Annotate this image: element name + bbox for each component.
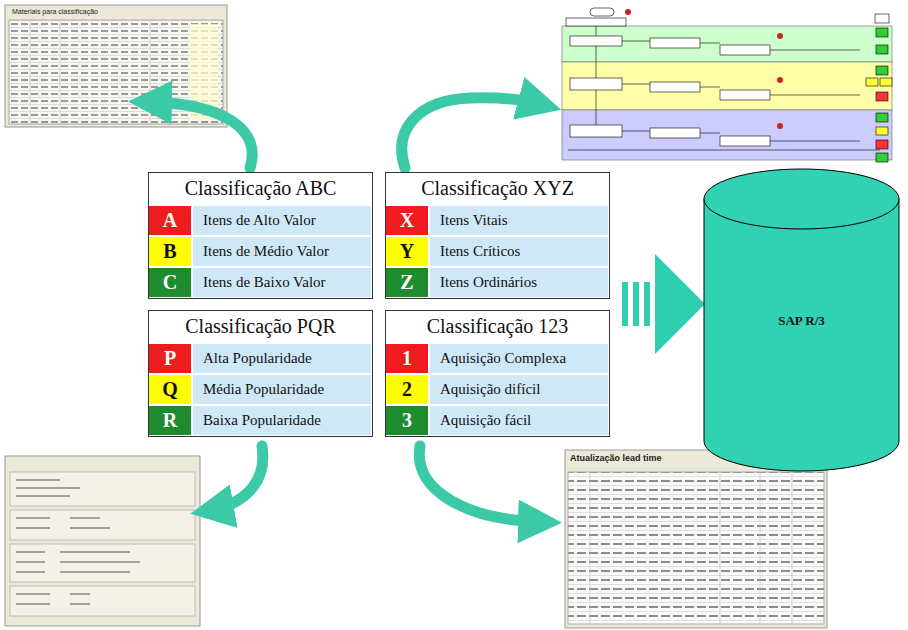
description-cell: Itens Críticos (428, 235, 608, 266)
class-letter: Q (162, 378, 178, 401)
class-letter: X (400, 209, 414, 232)
table-title: Classificação ABC (149, 173, 372, 203)
screenshot (565, 450, 827, 628)
letter-cell: Y (386, 235, 428, 266)
class-letter: Y (400, 240, 414, 263)
class-description: Aquisição fácil (440, 412, 531, 429)
letter-cell: P (149, 342, 191, 373)
class-description: Itens de Baixo Valor (203, 274, 326, 291)
description-cell: Itens de Baixo Valor (191, 266, 371, 297)
class-letter: Z (400, 271, 413, 294)
flowchart-thumbnail (562, 8, 892, 162)
description-cell: Média Popularidade (191, 373, 371, 404)
class-description: Média Popularidade (203, 381, 324, 398)
class-description: Itens de Médio Valor (203, 243, 329, 260)
screenshot (5, 456, 200, 626)
class-letter: 3 (402, 409, 412, 432)
table-title: Classificação 123 (386, 311, 609, 341)
letter-cell: Q (149, 373, 191, 404)
letter-cell: X (386, 204, 428, 235)
description-cell: Aquisição fácil (428, 404, 608, 435)
letter-cell: Z (386, 266, 428, 297)
class-description: Alta Popularidade (203, 350, 312, 367)
class-description: Itens Vitais (440, 212, 508, 229)
letter-cell: C (149, 266, 191, 297)
letter-cell: 2 (386, 373, 428, 404)
letter-cell: B (149, 235, 191, 266)
letter-cell: 3 (386, 404, 428, 435)
class-letter: A (163, 209, 177, 232)
description-cell: Itens de Alto Valor (191, 204, 371, 235)
table-title: Classificação PQR (149, 311, 372, 341)
flow-arrow (622, 254, 705, 354)
description-cell: Alta Popularidade (191, 342, 371, 373)
classification-table: Classificação XYZ X Itens VitaisY Itens Crí… (385, 172, 610, 299)
class-description: Itens de Alto Valor (203, 212, 316, 229)
letter-cell: R (149, 404, 191, 435)
class-description: Itens Críticos (440, 243, 520, 260)
classification-table: Classificação 1231Aquisição Complexa2Aqu… (385, 310, 610, 437)
table-title: Classificação XYZ (386, 173, 609, 203)
class-letter: 1 (402, 347, 412, 370)
description-cell: Itens de Médio Valor (191, 235, 371, 266)
class-description: Aquisição Complexa (440, 350, 566, 367)
description-cell: Aquisição difícil (428, 373, 608, 404)
class-letter: 2 (402, 378, 412, 401)
description-cell: Baixa Popularidade (191, 404, 371, 435)
description-cell: Aquisição Complexa (428, 342, 608, 373)
classification-table: Classificação ABC A Itens de Alto ValorB It… (148, 172, 373, 299)
class-description: Itens Ordinários (440, 274, 537, 291)
class-letter: C (163, 271, 177, 294)
class-description: Aquisição difícil (440, 381, 540, 398)
classification-table: Classificação PQR P Alta PopularidadeQ Médi… (148, 310, 373, 437)
class-letter: P (164, 347, 176, 370)
class-letter: B (163, 240, 176, 263)
window-title: Atualização lead time (570, 453, 662, 463)
window-title: Materiais para classificação (12, 8, 98, 15)
database-cylinder: SAP R/3 (703, 168, 900, 473)
description-cell: Itens Ordinários (428, 266, 608, 297)
class-description: Baixa Popularidade (203, 412, 321, 429)
system-name: SAP R/3 (703, 313, 900, 329)
class-letter: R (163, 409, 177, 432)
letter-cell: A (149, 204, 191, 235)
letter-cell: 1 (386, 342, 428, 373)
description-cell: Itens Vitais (428, 204, 608, 235)
